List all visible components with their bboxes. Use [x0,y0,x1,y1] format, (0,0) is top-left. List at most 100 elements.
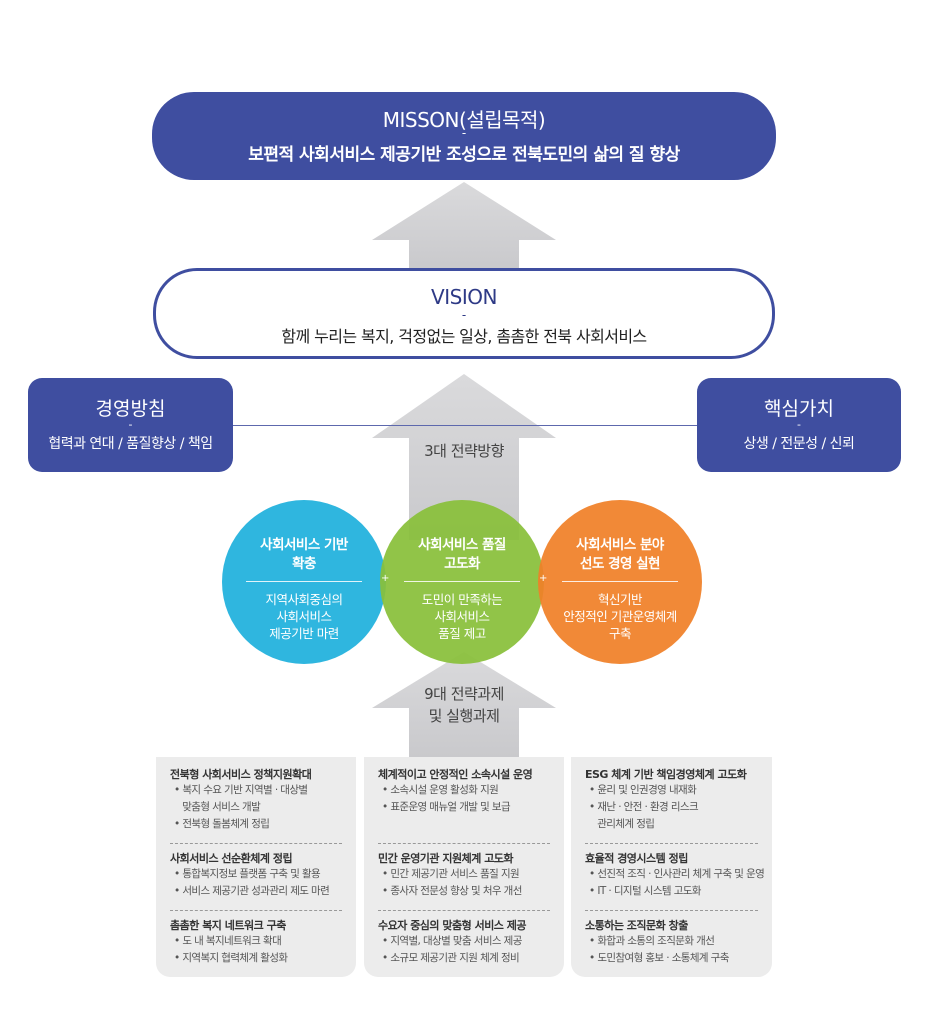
values-dash: - [797,418,801,431]
circle-desc-line: 혁신기반 [597,592,643,607]
task-group-title: 효율적 경영시스템 정립 [585,852,688,865]
task-item: • IT · 디지털 시스템 고도화 [589,885,701,897]
vision-dash: - [461,308,467,322]
strategy-direction-label: 3대 전략방향 [424,442,504,460]
arrow-to-mission [372,182,556,270]
policy-title: 경영방침 [95,398,166,420]
task-item: • 지역별, 대상별 맞춤 서비스 제공 [382,935,522,947]
task-panel-management: ESG 체계 기반 책임경영체계 고도화 • 윤리 및 인권경영 내재화 • 재… [571,757,772,977]
task-group: 효율적 경영시스템 정립 • 선진적 조직 · 인사관리 체계 구축 및 운영 … [585,851,765,900]
circle-title-line: 선도 경영 실현 [580,556,660,572]
tasks-label-line: 및 실행과제 [428,707,500,725]
task-group-title: 사회서비스 선순환체계 정립 [170,852,293,865]
circle-title-line: 사회서비스 품질 [418,537,506,553]
dashed-divider [378,843,550,844]
task-item: • 표준운영 매뉴얼 개발 및 보급 [382,801,511,813]
circle-desc-line: 품질 제고 [438,626,486,641]
strategy-circle-foundation: 사회서비스 기반 확충 지역사회중심의 사회서비스 제공기반 마련 [222,500,386,664]
values-text: 상생 / 전문성 / 신뢰 [743,436,855,452]
mission-text: 보편적 사회서비스 제공기반 조성으로 전북도민의 삶의 질 향상 [248,145,680,165]
values-box: 핵심가치 - 상생 / 전문성 / 신뢰 [697,378,901,472]
policy-box: 경영방침 - 협력과 연대 / 품질향상 / 책임 [28,378,233,472]
task-group: 소통하는 조직문화 창출 • 화합과 소통의 조직문화 개선 • 도민참여형 홍… [585,918,760,967]
circle-desc-line: 사회서비스 [276,609,332,624]
task-item: • 통합복지정보 플랫폼 구축 및 활용 [174,868,321,880]
task-group-title: 민간 운영기관 지원체계 고도화 [378,852,514,865]
vision-box: VISION - 함께 누리는 복지, 걱정없는 일상, 촘촘한 전북 사회서비… [153,268,775,359]
dashed-divider [585,910,758,911]
task-item: 맞춤형 서비스 개발 [174,801,261,813]
circle-title: 사회서비스 분야 선도 경영 실현 [546,536,694,574]
circle-title: 사회서비스 품질 고도화 [388,536,536,574]
task-item: 관리체계 정립 [589,818,655,830]
task-item: • 종사자 전문성 향상 및 처우 개선 [382,885,522,897]
policy-text: 협력과 연대 / 품질향상 / 책임 [48,436,213,452]
circle-title-line: 사회서비스 기반 [260,537,348,553]
task-item: • 민간 제공기관 서비스 품질 지원 [382,868,520,880]
vision-title: VISION [431,285,497,309]
circle-title-line: 확충 [292,556,316,572]
tasks-label: 9대 전략과제 및 실행과제 [388,683,540,727]
task-group-title: 전북형 사회서비스 정책지원확대 [170,768,312,781]
task-item: • 화합과 소통의 조직문화 개선 [589,935,715,947]
dashed-divider [585,843,758,844]
task-group: 촘촘한 복지 네트워크 구축 • 도 내 복지네트워크 확대 • 지역복지 협력… [170,918,344,967]
task-group: 체계적이고 안정적인 소속시설 운영 • 소속시설 운영 활성화 지원 • 표준… [378,767,552,816]
plus-icon: + [381,573,390,584]
task-group-title: 체계적이고 안정적인 소속시설 운영 [378,768,533,781]
circle-desc-line: 구축 [608,626,632,641]
circle-divider [562,581,678,582]
strategy-circle-management: 사회서비스 분야 선도 경영 실현 혁신기반 안정적인 기관운영체계 구축 [538,500,702,664]
task-group: ESG 체계 기반 책임경영체계 고도화 • 윤리 및 인권경영 내재화 • 재… [585,767,760,833]
task-item: • 소속시설 운영 활성화 지원 [382,784,499,796]
connector-line [233,425,697,426]
task-group-title: 소통하는 조직문화 창출 [585,919,688,932]
vision-text: 함께 누리는 복지, 걱정없는 일상, 촘촘한 전북 사회서비스 [281,327,647,346]
dashed-divider [170,843,342,844]
task-item: • 재난 · 안전 · 환경 리스크 [589,801,699,813]
task-group: 사회서비스 선순환체계 정립 • 통합복지정보 플랫폼 구축 및 활용 • 서비… [170,851,344,900]
task-panel-foundation: 전북형 사회서비스 정책지원확대 • 복지 수요 기반 지역별 · 대상별 맞춤… [156,757,356,977]
values-title: 핵심가치 [764,398,834,420]
task-group-title: 수요자 중심의 맞춤형 서비스 제공 [378,919,527,932]
mission-title: MISSON(설립목적) [382,108,546,132]
circle-title: 사회서비스 기반 확충 [230,536,378,574]
task-panel-quality: 체계적이고 안정적인 소속시설 운영 • 소속시설 운영 활성화 지원 • 표준… [364,757,564,977]
task-item: • 도민참여형 홍보 · 소통체계 구축 [589,952,729,964]
plus-icon: + [539,573,548,584]
dashed-divider [378,910,550,911]
strategy-circle-quality: 사회서비스 품질 고도화 도민이 만족하는 사회서비스 품질 제고 [380,500,544,664]
circle-title-line: 고도화 [444,556,480,572]
task-item: • 서비스 제공기관 성과관리 제도 마련 [174,885,330,897]
mission-box: MISSON(설립목적) - 보편적 사회서비스 제공기반 조성으로 전북도민의… [152,92,776,180]
circle-desc: 도민이 만족하는 사회서비스 품질 제고 [388,591,536,642]
task-item: • 윤리 및 인권경영 내재화 [589,784,697,796]
circle-desc: 혁신기반 안정적인 기관운영체계 구축 [546,591,694,642]
dashed-divider [170,910,342,911]
circle-desc-line: 안정적인 기관운영체계 [563,609,677,624]
mission-dash: - [461,126,467,140]
task-group: 수요자 중심의 맞춤형 서비스 제공 • 지역별, 대상별 맞춤 서비스 제공 … [378,918,552,967]
task-item: • 전북형 돌봄체계 정립 [174,818,270,830]
task-item: • 선진적 조직 · 인사관리 체계 구축 및 운영 [589,868,765,880]
circle-desc-line: 도민이 만족하는 [421,592,503,607]
arrow-from-tasks [372,652,556,757]
task-group-title: ESG 체계 기반 책임경영체계 고도화 [585,768,747,781]
circle-desc-line: 사회서비스 [434,609,490,624]
task-group: 민간 운영기관 지원체계 고도화 • 민간 제공기관 서비스 품질 지원 • 종… [378,851,552,900]
circle-divider [404,581,520,582]
circle-desc-line: 지역사회중심의 [265,592,343,607]
task-group-title: 촘촘한 복지 네트워크 구축 [170,919,286,932]
policy-dash: - [128,418,133,431]
circle-desc-line: 제공기반 마련 [269,626,339,641]
circle-title-line: 사회서비스 분야 [576,537,664,553]
arrow-to-vision [372,374,556,540]
task-item: • 소규모 제공기관 지원 체계 정비 [382,952,520,964]
task-group: 전북형 사회서비스 정책지원확대 • 복지 수요 기반 지역별 · 대상별 맞춤… [170,767,344,833]
circle-divider [246,581,362,582]
circle-desc: 지역사회중심의 사회서비스 제공기반 마련 [230,591,378,642]
tasks-label-line: 9대 전략과제 [424,685,504,703]
task-item: • 도 내 복지네트워크 확대 [174,935,282,947]
task-item: • 복지 수요 기반 지역별 · 대상별 [174,784,308,796]
